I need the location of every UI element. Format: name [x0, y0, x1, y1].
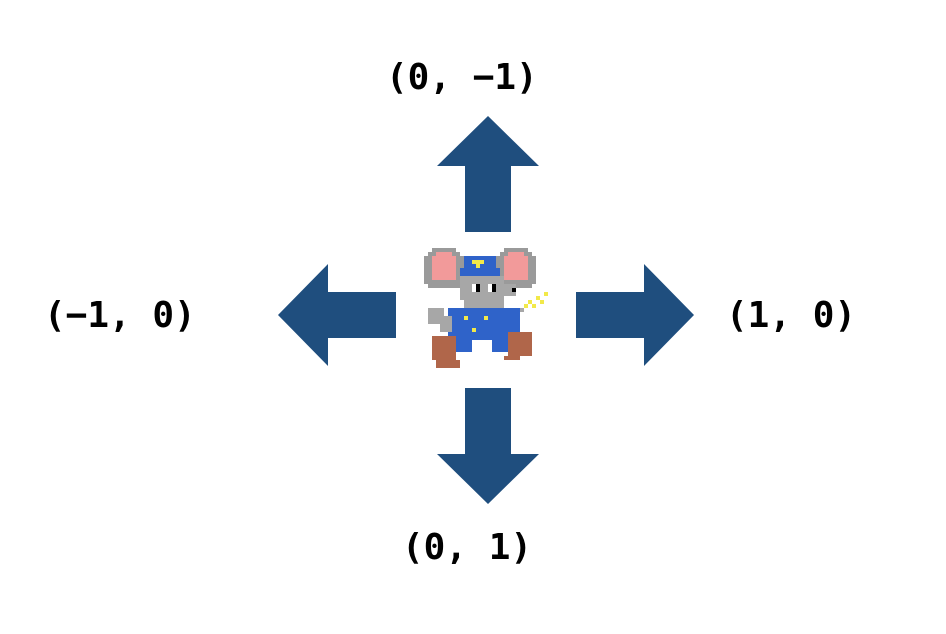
arrow-right-icon [576, 264, 694, 366]
arrow-left-icon [278, 264, 396, 366]
arrow-up-icon [437, 116, 539, 232]
label-left: (−1, 0) [44, 295, 196, 336]
arrow-down-icon [437, 388, 539, 504]
label-right: (1, 0) [726, 295, 857, 336]
mouse-police-sprite [424, 248, 548, 368]
label-up: (0, −1) [386, 57, 538, 98]
label-down: (0, 1) [402, 527, 533, 568]
